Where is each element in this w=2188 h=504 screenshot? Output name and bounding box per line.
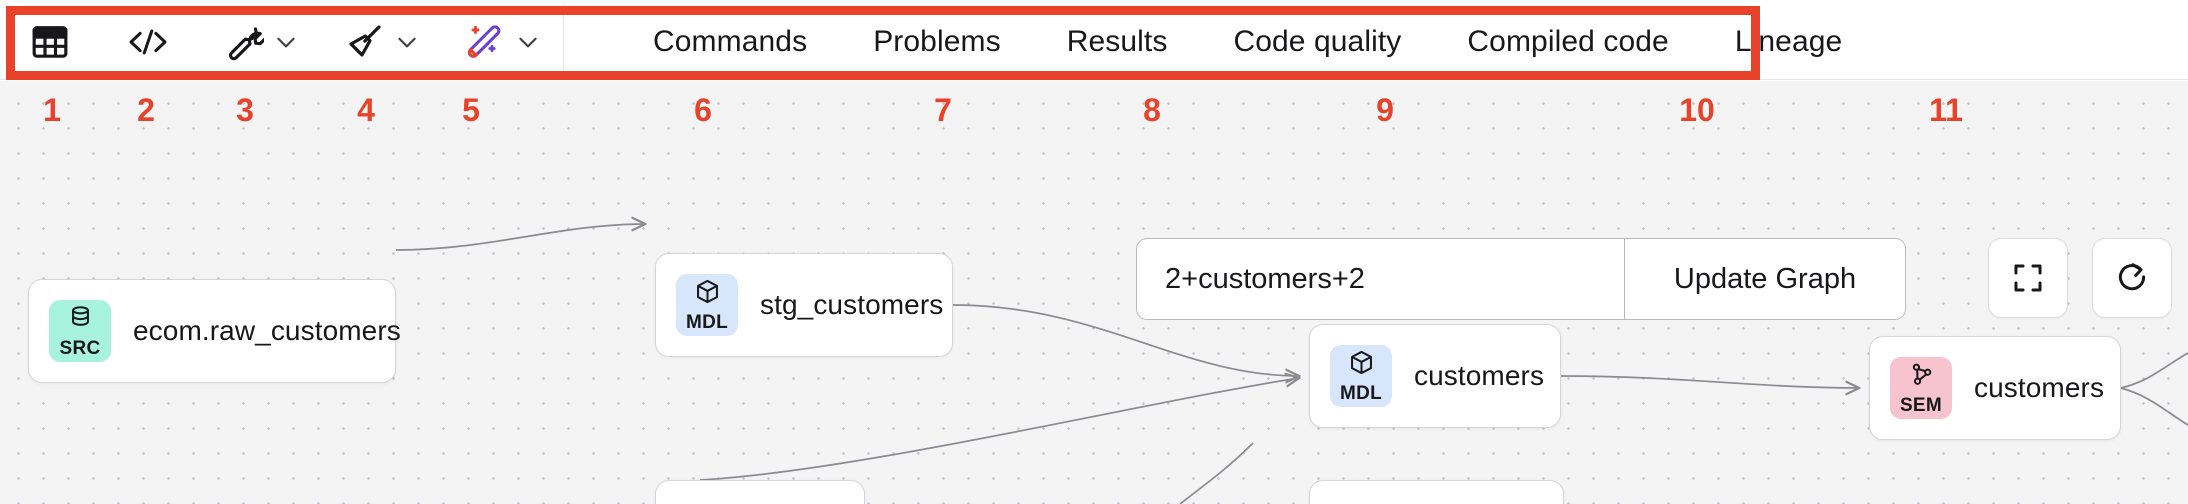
broom-icon[interactable] [343, 19, 385, 65]
node-label: customers [1974, 372, 2105, 403]
chevron-down-icon[interactable] [515, 29, 541, 55]
lineage-node-customers_sem[interactable]: SEM customers [1869, 336, 2121, 440]
toolbar-icon-group [0, 3, 564, 80]
lineage-node-partial-right[interactable] [1309, 480, 1564, 504]
lineage-selector-bar: Update Graph [1136, 238, 1906, 320]
annotation-number-7: 7 [934, 92, 952, 128]
node-badge-mdl: MDL [1330, 345, 1392, 407]
cube-icon [694, 278, 721, 310]
table-icon[interactable] [30, 19, 70, 65]
node-label: customers [1414, 360, 1545, 391]
tab-code-quality[interactable]: Code quality [1233, 24, 1402, 58]
editor-toolbar: Commands Problems Results Code quality C… [0, 3, 2188, 80]
database-icon [67, 304, 94, 336]
annotation-number-3: 3 [236, 92, 254, 128]
node-badge-label: SEM [1899, 395, 1943, 416]
node-badge-src: SRC [49, 300, 111, 362]
node-badge-label: SRC [59, 338, 101, 359]
code-icon[interactable] [126, 19, 170, 65]
annotation-number-11: 11 [1929, 92, 1963, 128]
toolbar-item-3 [222, 19, 299, 65]
node-badge-sem: SEM [1890, 357, 1952, 419]
node-badge-mdl: MDL [676, 274, 738, 336]
magic-wand-icon[interactable] [464, 19, 506, 65]
fit-view-button[interactable] [1988, 238, 2068, 318]
node-badge-label: MDL [685, 312, 729, 333]
annotation-number-4: 4 [357, 92, 375, 128]
chevron-down-icon[interactable] [273, 29, 299, 55]
toolbar-tab-group: Commands Problems Results Code quality C… [564, 4, 1875, 79]
lineage-edges [395, 81, 2188, 504]
toolbar-item-1 [30, 19, 70, 65]
lineage-node-partial-left[interactable] [655, 480, 865, 504]
tab-commands[interactable]: Commands [653, 24, 808, 58]
toolbar-item-4 [343, 19, 420, 65]
expand-icon [2014, 264, 2042, 292]
annotation-number-8: 8 [1143, 92, 1161, 128]
annotation-number-9: 9 [1376, 92, 1394, 128]
tab-results[interactable]: Results [1066, 24, 1168, 58]
query-divider [1623, 239, 1625, 319]
wrench-icon[interactable] [222, 19, 264, 65]
lineage-node-raw_customers[interactable]: SRC ecom.raw_customers [28, 279, 401, 383]
toolbar-item-5 [464, 19, 541, 65]
annotation-number-2: 2 [137, 92, 155, 128]
lineage-node-customers_mdl[interactable]: MDL customers [1309, 324, 1561, 428]
node-label: stg_customers [760, 289, 944, 320]
chevron-down-icon[interactable] [394, 29, 420, 55]
tab-compiled-code[interactable]: Compiled code [1467, 24, 1669, 58]
lineage-node-stg_customers[interactable]: MDL stg_customers [655, 253, 953, 357]
annotation-number-10: 10 [1679, 92, 1715, 128]
annotation-number-6: 6 [694, 92, 712, 128]
toolbar-divider [563, 3, 564, 80]
refresh-icon [2118, 263, 2146, 291]
refresh-button[interactable] [2092, 238, 2172, 318]
toolbar-item-2 [126, 19, 170, 65]
semantic-graph-icon [1908, 361, 1935, 393]
annotation-number-1: 1 [43, 92, 61, 128]
annotation-number-5: 5 [462, 92, 480, 128]
node-badge-label: MDL [1339, 383, 1383, 404]
tab-problems[interactable]: Problems [873, 24, 1001, 58]
tab-lineage[interactable]: Lineage [1734, 24, 1843, 58]
node-label: ecom.raw_customers [133, 315, 401, 346]
lineage-selector-input[interactable] [1137, 239, 1624, 319]
update-graph-button[interactable]: Update Graph [1625, 239, 1905, 319]
cube-icon [1348, 349, 1375, 381]
